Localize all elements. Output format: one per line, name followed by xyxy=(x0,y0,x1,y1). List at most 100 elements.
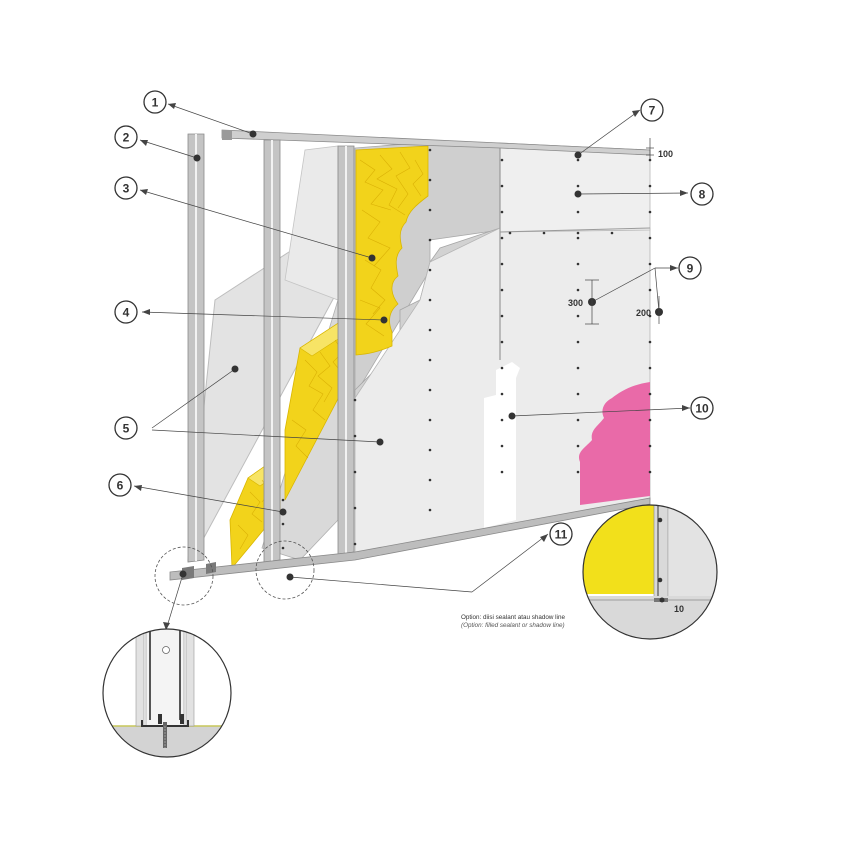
callout-1-label: 1 xyxy=(152,96,159,110)
fastener-dot xyxy=(648,262,652,266)
fastener-dot xyxy=(648,392,652,396)
callout-11: 11 xyxy=(549,522,573,546)
insulation-texture-upper xyxy=(359,151,424,337)
leader-arrowheads xyxy=(134,103,690,630)
fastener-dot xyxy=(428,208,432,212)
fastener-dot xyxy=(500,366,504,370)
fastener-dot xyxy=(428,508,432,512)
dim-detail-gap: 10 xyxy=(674,604,684,614)
fastener-dot xyxy=(500,288,504,292)
callout-6-label: 6 xyxy=(117,479,124,493)
fastener-dot xyxy=(648,288,652,292)
fastener-dot xyxy=(610,231,614,235)
callout-7: 7 xyxy=(640,98,664,122)
fastener-dot xyxy=(576,392,580,396)
fastener-dot xyxy=(500,392,504,396)
fastener-dot xyxy=(542,231,546,235)
fastener-dot xyxy=(648,236,652,240)
dim-top-edge: 100 xyxy=(658,149,673,159)
callout-4-label: 4 xyxy=(123,306,130,320)
fastener-dot xyxy=(428,448,432,452)
fastener-dot xyxy=(576,470,580,474)
fastener-dot xyxy=(353,470,357,474)
detail-bubble-joint xyxy=(582,504,718,640)
callout-2: 2 xyxy=(114,125,138,149)
fastener-dot xyxy=(428,418,432,422)
board-fasteners xyxy=(281,148,652,550)
callout-7-label: 7 xyxy=(649,104,656,118)
fastener-dot xyxy=(500,210,504,214)
fastener-dot xyxy=(576,340,580,344)
callout-8-label: 8 xyxy=(699,188,706,202)
callout-8: 8 xyxy=(690,182,714,206)
fastener-dot xyxy=(428,388,432,392)
fastener-dot xyxy=(648,470,652,474)
callout-9-label: 9 xyxy=(687,262,694,276)
fastener-dot xyxy=(576,210,580,214)
bottom-track xyxy=(169,497,651,581)
board-joint-line xyxy=(499,227,651,233)
fastener-dot xyxy=(500,340,504,344)
fastener-dot xyxy=(576,231,580,235)
callout-10: 10 xyxy=(690,396,714,420)
note-option-secondary: (Option: filled sealant or shadow line) xyxy=(461,622,565,629)
dim-edge-spacing: 200 xyxy=(636,308,651,318)
fastener-dot xyxy=(428,238,432,242)
pink-finish-layer xyxy=(579,382,650,505)
fastener-dot xyxy=(576,418,580,422)
callout-2-label: 2 xyxy=(123,131,130,145)
detail-marker-joint xyxy=(255,540,315,600)
fastener-dot xyxy=(576,366,580,370)
callout-6: 6 xyxy=(108,473,132,497)
fastener-dot xyxy=(576,262,580,266)
leader-anchor-dots xyxy=(179,130,663,581)
fastener-dot xyxy=(428,268,432,272)
fastener-dot xyxy=(428,358,432,362)
fastener-dot xyxy=(500,262,504,266)
fastener-dot xyxy=(576,184,580,188)
fastener-dot xyxy=(281,546,285,550)
fastener-dot xyxy=(648,340,652,344)
callout-11-label: 11 xyxy=(555,528,568,542)
fastener-dot xyxy=(281,498,285,502)
fastener-dot xyxy=(500,314,504,318)
top-track-end xyxy=(222,130,232,140)
dim-vertical-spacing: 300 xyxy=(568,298,583,308)
fastener-dot xyxy=(576,314,580,318)
fastener-dot xyxy=(648,366,652,370)
fastener-dot xyxy=(648,444,652,448)
callout-3: 3 xyxy=(114,176,138,200)
fastener-dot xyxy=(648,418,652,422)
fastener-dot xyxy=(281,522,285,526)
callout-1: 1 xyxy=(143,90,167,114)
fastener-dot xyxy=(500,418,504,422)
fastener-dot xyxy=(576,444,580,448)
rear-board-panel-upper xyxy=(284,145,339,301)
fastener-dot xyxy=(500,158,504,162)
note-option-primary: Option: diisi sealant atau shadow line xyxy=(461,614,565,621)
fastener-dot xyxy=(353,434,357,438)
detail-marker-base xyxy=(154,546,214,606)
insulation-upper xyxy=(355,145,429,356)
fastener-dot xyxy=(508,231,512,235)
fastener-dot xyxy=(428,298,432,302)
fastener-dot xyxy=(353,542,357,546)
fastener-dot xyxy=(576,236,580,240)
fastener-dot xyxy=(500,444,504,448)
detail-bubble-base xyxy=(102,628,232,758)
callout-9: 9 xyxy=(678,256,702,280)
fastener-dot xyxy=(428,478,432,482)
fastener-dot xyxy=(428,328,432,332)
fastener-dot xyxy=(576,288,580,292)
callout-5-label: 5 xyxy=(123,422,130,436)
callout-3-label: 3 xyxy=(123,182,130,196)
fastener-dot xyxy=(576,158,580,162)
leader-lines xyxy=(133,103,691,631)
bottom-track-end-2 xyxy=(206,562,216,574)
detail-joint-content xyxy=(583,505,717,639)
fastener-dot xyxy=(648,184,652,188)
fastener-dot xyxy=(353,506,357,510)
fastener-dot xyxy=(500,470,504,474)
fastener-dot xyxy=(500,184,504,188)
